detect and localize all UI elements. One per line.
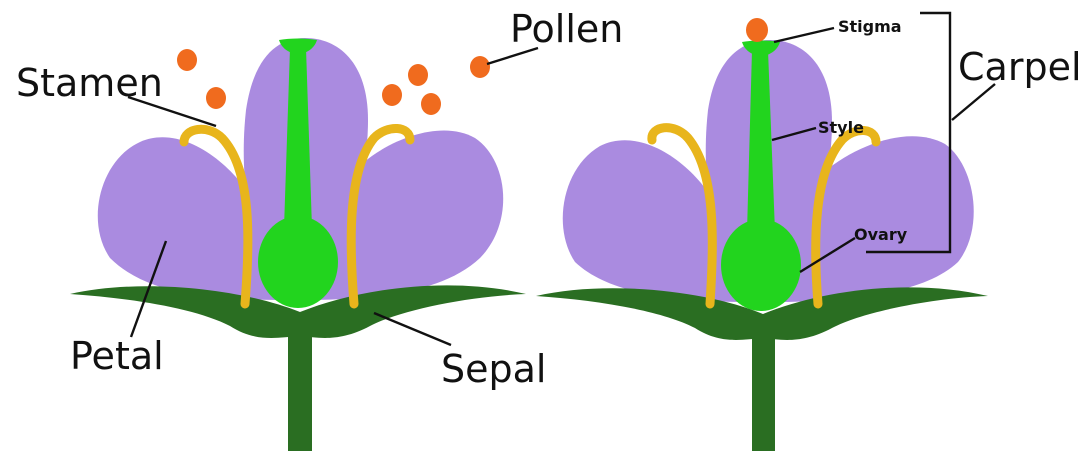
label-sepal: Sepal — [441, 347, 546, 391]
pollen-grain — [206, 87, 226, 109]
label-style: Style — [818, 118, 864, 137]
label-stigma: Stigma — [838, 17, 902, 36]
pollen-grain — [421, 93, 441, 115]
right-ovary — [721, 219, 801, 311]
leader-carpel — [952, 84, 995, 120]
pollen-grain — [177, 49, 197, 71]
label-petal: Petal — [70, 334, 164, 378]
label-carpel: Carpel — [958, 45, 1082, 89]
left-flower: Pollen Stamen Petal Sepal — [16, 7, 623, 451]
label-pollen: Pollen — [510, 7, 623, 51]
leader-stigma — [774, 28, 834, 42]
left-ovary — [258, 216, 338, 308]
leader-sepal — [374, 313, 451, 345]
label-stamen: Stamen — [16, 61, 163, 105]
right-flower: Stigma Style Ovary Carpel — [536, 13, 1082, 451]
pollen-grain-on-stigma — [746, 18, 768, 42]
pollen-grain — [382, 84, 402, 106]
pollen-grain — [470, 56, 490, 78]
pollen-grain — [408, 64, 428, 86]
label-ovary: Ovary — [854, 225, 908, 244]
